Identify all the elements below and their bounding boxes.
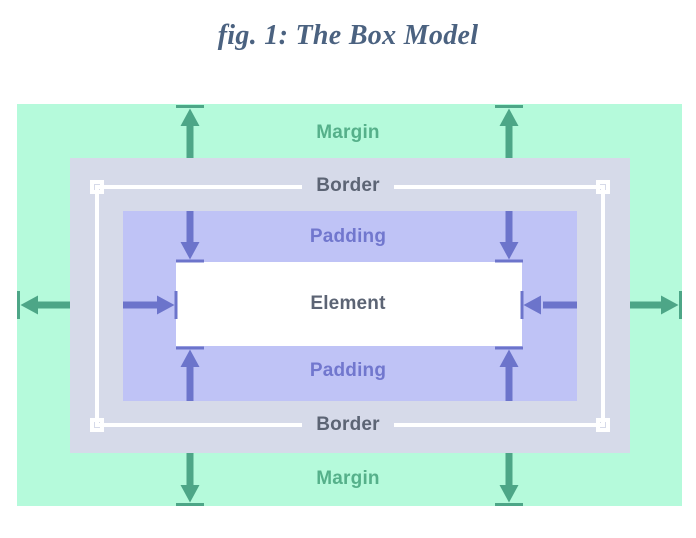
element-box — [176, 262, 522, 346]
padding-label-bottom: Padding — [309, 360, 387, 381]
selection-handle-bottom-right — [596, 418, 610, 432]
selection-handle-top-right — [596, 180, 610, 194]
border-label-top: Border — [0, 173, 696, 199]
figure-title: fig. 1: The Box Model — [217, 20, 479, 51]
border-label-bottom: Border — [0, 412, 696, 438]
selection-handle-bottom-left — [90, 418, 104, 432]
margin-label-top: Margin — [316, 122, 380, 143]
margin-label-bottom: Margin — [316, 468, 380, 489]
selection-handle-top-left — [90, 180, 104, 194]
padding-label-top: Padding — [309, 226, 387, 247]
element-label: Element — [310, 293, 386, 314]
